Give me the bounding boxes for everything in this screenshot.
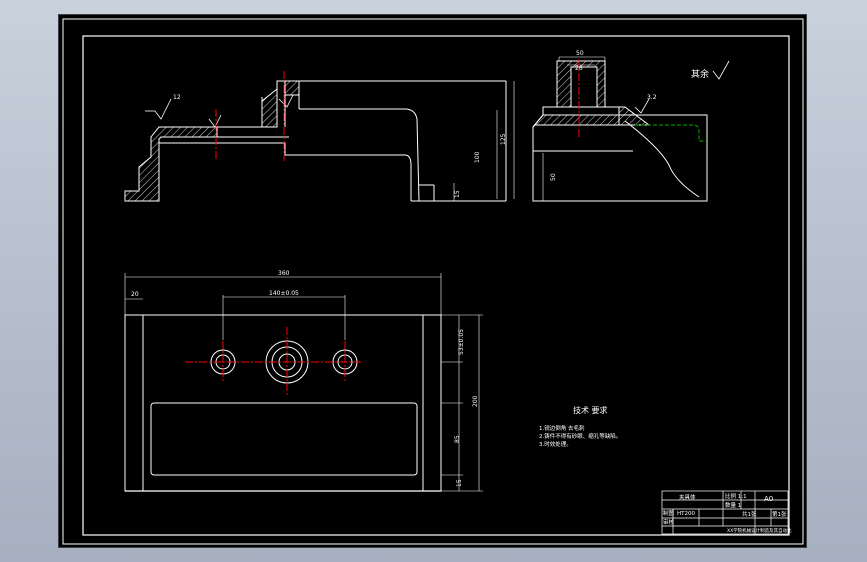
plan-dim-200: 200 bbox=[472, 395, 479, 407]
side-dim-26: 26 bbox=[575, 65, 583, 72]
side-hidden-profile bbox=[635, 124, 707, 142]
plan-dim-53: 53±0.05 bbox=[458, 329, 465, 355]
tb-checked: 审核 bbox=[663, 518, 675, 526]
tb-school: XX学院机械设计制造及其自动化 bbox=[727, 527, 792, 534]
side-dimension-texts: 50 26 50 3.2 bbox=[550, 50, 657, 181]
roughness-symbol bbox=[712, 60, 730, 80]
remaining-roughness-note: 其余 bbox=[634, 60, 730, 114]
plan-centerlines bbox=[185, 327, 361, 397]
side-view bbox=[532, 56, 708, 202]
plan-dim-140: 140±0.05 bbox=[269, 290, 299, 297]
technical-requirements: 技术 要求 1.锐边倒角 去毛刺 2.铸件不得有砂眼、缩孔等缺陷。 3.时效处理… bbox=[539, 405, 621, 448]
side-dim-height-50: 50 bbox=[550, 173, 557, 181]
front-left-leg-section bbox=[124, 126, 218, 202]
front-view bbox=[124, 80, 515, 202]
plan-dimension-texts: 360 20 140±0.05 53±0.05 200 85 15 bbox=[131, 270, 479, 487]
drawing-viewport[interactable]: 12 100 125 15 50 26 bbox=[58, 14, 807, 548]
plan-dim-20: 20 bbox=[131, 291, 139, 298]
tb-quantity: 数量 1 bbox=[725, 501, 741, 509]
plan-dim-360: 360 bbox=[278, 270, 290, 277]
front-dimension-texts: 12 100 125 15 bbox=[173, 94, 507, 198]
plan-dim-85: 85 bbox=[454, 435, 461, 443]
plan-dim-15: 15 bbox=[456, 479, 463, 487]
side-dim-roughness: 3.2 bbox=[647, 94, 657, 101]
front-dim-roughness-12: 12 bbox=[173, 94, 181, 101]
tb-material: HT200 bbox=[677, 511, 695, 517]
inner-frame bbox=[82, 35, 790, 536]
title-block bbox=[661, 490, 789, 535]
tb-drawing-name: 夹具体 bbox=[679, 493, 696, 501]
title-block-texts: 夹具体 比例 1:1 数量 1 A0 制图 审核 HT200 共1张 第1张 X… bbox=[663, 492, 792, 534]
front-dim-125: 125 bbox=[500, 133, 507, 145]
remaining-label: 其余 bbox=[691, 68, 709, 80]
side-dim-50: 50 bbox=[576, 50, 584, 57]
plan-view bbox=[124, 273, 483, 492]
tb-weight: 共1张 bbox=[742, 510, 757, 518]
tb-drawn: 制图 bbox=[663, 509, 675, 517]
front-dim-15: 15 bbox=[454, 190, 461, 198]
tb-sheet-size: A0 bbox=[764, 495, 773, 503]
tech-req-item-3: 3.时效处理。 bbox=[539, 440, 572, 448]
tech-req-item-1: 1.锐边倒角 去毛刺 bbox=[539, 424, 585, 432]
cad-drawing: 12 100 125 15 50 26 bbox=[62, 18, 804, 545]
tech-req-title: 技术 要求 bbox=[573, 405, 608, 415]
tb-sheet: 第1张 bbox=[772, 510, 787, 518]
front-dim-100: 100 bbox=[474, 151, 481, 163]
tech-req-item-2: 2.铸件不得有砂眼、缩孔等缺陷。 bbox=[539, 432, 621, 440]
tb-scale: 比例 1:1 bbox=[725, 492, 747, 500]
outer-frame bbox=[62, 18, 804, 545]
